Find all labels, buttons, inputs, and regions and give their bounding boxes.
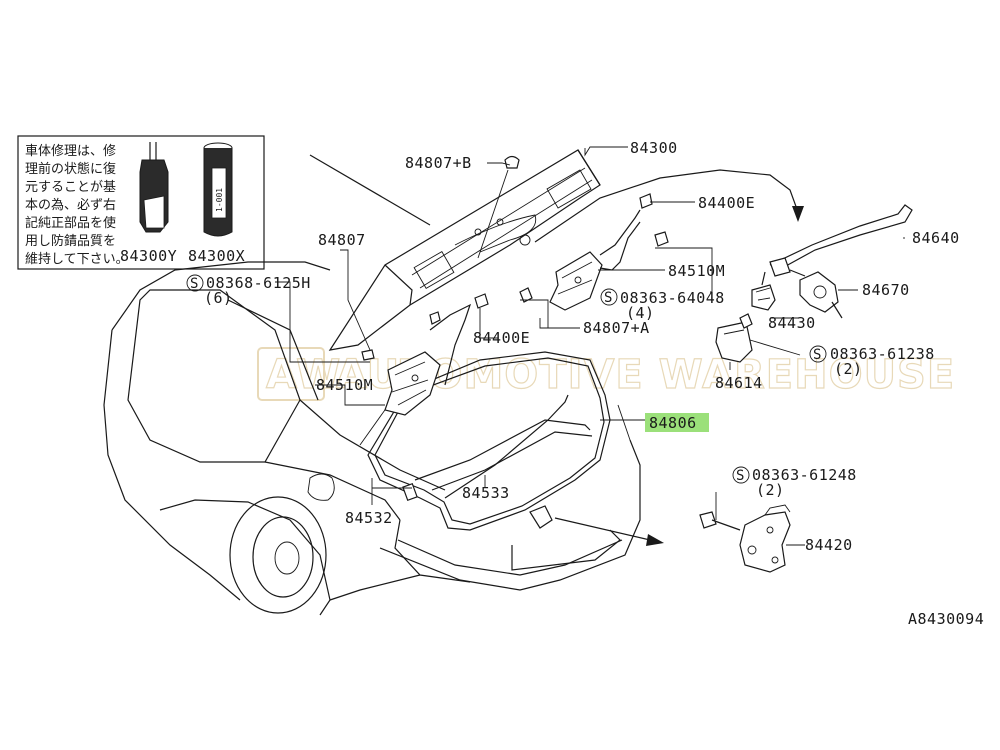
watermark-logo-box <box>257 347 325 401</box>
label-84420[interactable]: 84420 <box>805 536 853 554</box>
note-line-7: 維持して下さい。 <box>25 252 129 267</box>
label-84670[interactable]: 84670 <box>862 281 910 299</box>
hinge-right <box>549 209 641 311</box>
watermark-logo: AW <box>266 352 341 398</box>
label-84533[interactable]: 84533 <box>462 484 510 502</box>
label-84430[interactable]: 84430 <box>768 314 816 332</box>
sealant-tube-icon <box>139 142 169 233</box>
label-84510M-left[interactable]: 84510M <box>316 376 373 394</box>
part-labels: 84300 84807+B 84400E 84640 84807 84510M … <box>186 139 984 628</box>
label-84807[interactable]: 84807 <box>318 231 366 249</box>
qty-08363-64048: (4) <box>626 304 655 322</box>
screw-08363-61238: S 08363-61238 (2) <box>809 345 935 378</box>
label-84614[interactable]: 84614 <box>715 374 763 392</box>
note-line-1: 車体修理は、修 <box>25 144 116 159</box>
label-08368-6125H[interactable]: 08368-6125H <box>206 274 311 292</box>
stoppers <box>361 155 669 361</box>
note-line-2: 理前の状態に復 <box>25 161 116 177</box>
label-84806[interactable]: 84806 <box>649 414 697 432</box>
label-08363-61238[interactable]: 08363-61238 <box>830 345 935 363</box>
watermark-text: AUTOMOTIVE WAREHOUSE <box>336 352 955 398</box>
label-84400E-mid[interactable]: 84400E <box>473 329 530 347</box>
opener-cable <box>534 169 913 277</box>
repair-note-box: 車体修理は、修 理前の状態に復 元することが基 本の為、必ず右 記純正部品を使 … <box>17 135 265 270</box>
label-84807B[interactable]: 84807+B <box>405 154 472 172</box>
latch-84670 <box>789 269 843 319</box>
watermark: AW AUTOMOTIVE WAREHOUSE <box>257 347 955 401</box>
hinge-left <box>384 303 472 416</box>
spray-can-icon: 1-001 <box>203 142 233 237</box>
screw-symbol: S <box>736 468 745 484</box>
screw-08368-6125H: S 08368-6125H (6) <box>186 274 311 307</box>
label-84532[interactable]: 84532 <box>345 509 393 527</box>
note-line-3: 元することが基 <box>25 180 116 195</box>
diagram-code: A8430094 <box>908 610 984 628</box>
leader-lines <box>275 146 905 546</box>
label-84400E-top[interactable]: 84400E <box>698 194 755 212</box>
label-84300[interactable]: 84300 <box>630 139 678 157</box>
highlight-84806 <box>645 413 709 432</box>
screw-symbol: S <box>604 290 613 306</box>
car-body <box>103 149 641 616</box>
label-08363-61248[interactable]: 08363-61248 <box>752 466 857 484</box>
screw-symbol: S <box>190 276 199 292</box>
striker-84614 <box>715 313 753 363</box>
note-line-4: 本の為、必ず右 <box>25 197 116 213</box>
can-label: 1-001 <box>215 188 224 212</box>
label-84640[interactable]: 84640 <box>912 229 960 247</box>
label-84510M-right[interactable]: 84510M <box>668 262 725 280</box>
label-84807A[interactable]: 84807+A <box>583 319 650 337</box>
screw-symbol: S <box>813 347 822 363</box>
weatherstrip-84806 <box>374 357 605 525</box>
note-frame <box>17 135 265 270</box>
qty-08363-61248: (2) <box>756 481 785 499</box>
label-08363-64048[interactable]: 08363-64048 <box>620 289 725 307</box>
label-84300X[interactable]: 84300X <box>188 247 245 265</box>
qty-08368-6125H: (6) <box>204 289 233 307</box>
note-line-6: 用し防錆品質を <box>25 233 116 249</box>
label-84300Y[interactable]: 84300Y <box>120 247 177 265</box>
bracket-84420 <box>699 504 791 573</box>
qty-08363-61238: (2) <box>834 360 863 378</box>
screw-08363-61248: S 08363-61248 (2) <box>732 466 857 499</box>
torsion-bars <box>402 394 593 502</box>
lock-84430 <box>751 271 776 311</box>
screw-08363-64048: S 08363-64048 (4) <box>600 288 725 322</box>
note-line-5: 記純正部品を使 <box>25 215 116 231</box>
